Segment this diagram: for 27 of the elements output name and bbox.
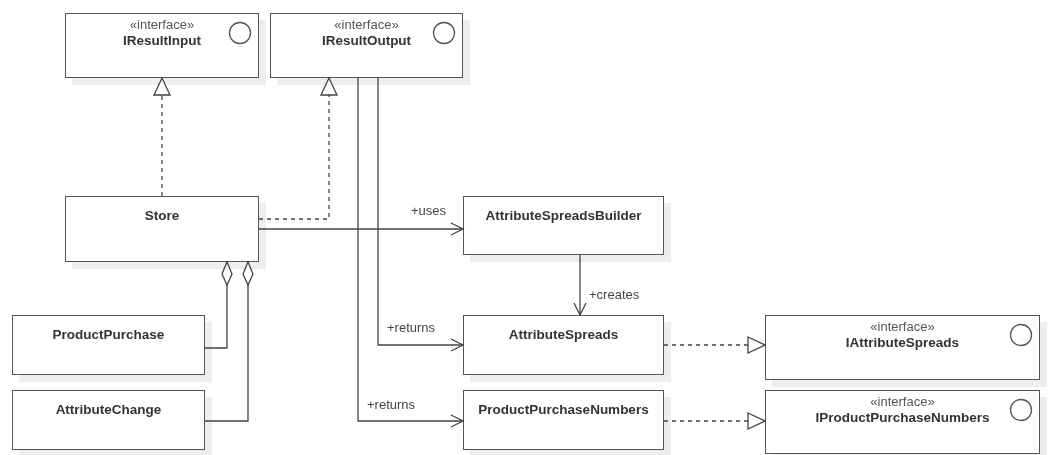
stereotype-label: «interface»	[870, 319, 935, 334]
class-name: IResultOutput	[321, 32, 412, 49]
association-arrow	[573, 254, 587, 316]
realization-arrow	[258, 77, 338, 220]
edge-label: +creates	[588, 287, 641, 302]
class-name: AttributeChange	[55, 401, 162, 418]
association-arrow	[377, 77, 464, 352]
realization-arrow	[153, 77, 171, 197]
class-name: ProductPurchase	[52, 326, 165, 343]
stereotype-label: «interface»	[870, 394, 935, 409]
association-arrow	[258, 222, 464, 236]
association-arrow	[357, 77, 464, 428]
class-name: IProductPurchaseNumbers	[815, 409, 990, 426]
class-name: ProductPurchaseNumbers	[478, 401, 649, 418]
aggregation-line	[204, 261, 233, 349]
stereotype-label: «interface»	[129, 17, 195, 32]
class-name: AttributeSpreadsBuilder	[485, 207, 642, 224]
edge-label: +returns	[366, 397, 417, 412]
realization-arrow	[663, 336, 766, 354]
class-name: Store	[144, 207, 180, 224]
class-name: AttributeSpreads	[508, 326, 619, 343]
aggregation-line	[204, 261, 254, 422]
class-name: IAttributeSpreads	[845, 334, 960, 351]
realization-arrow	[663, 412, 766, 430]
stereotype-label: «interface»	[334, 17, 399, 32]
edge-label: +returns	[386, 320, 437, 335]
class-name: IResultInput	[123, 32, 201, 49]
